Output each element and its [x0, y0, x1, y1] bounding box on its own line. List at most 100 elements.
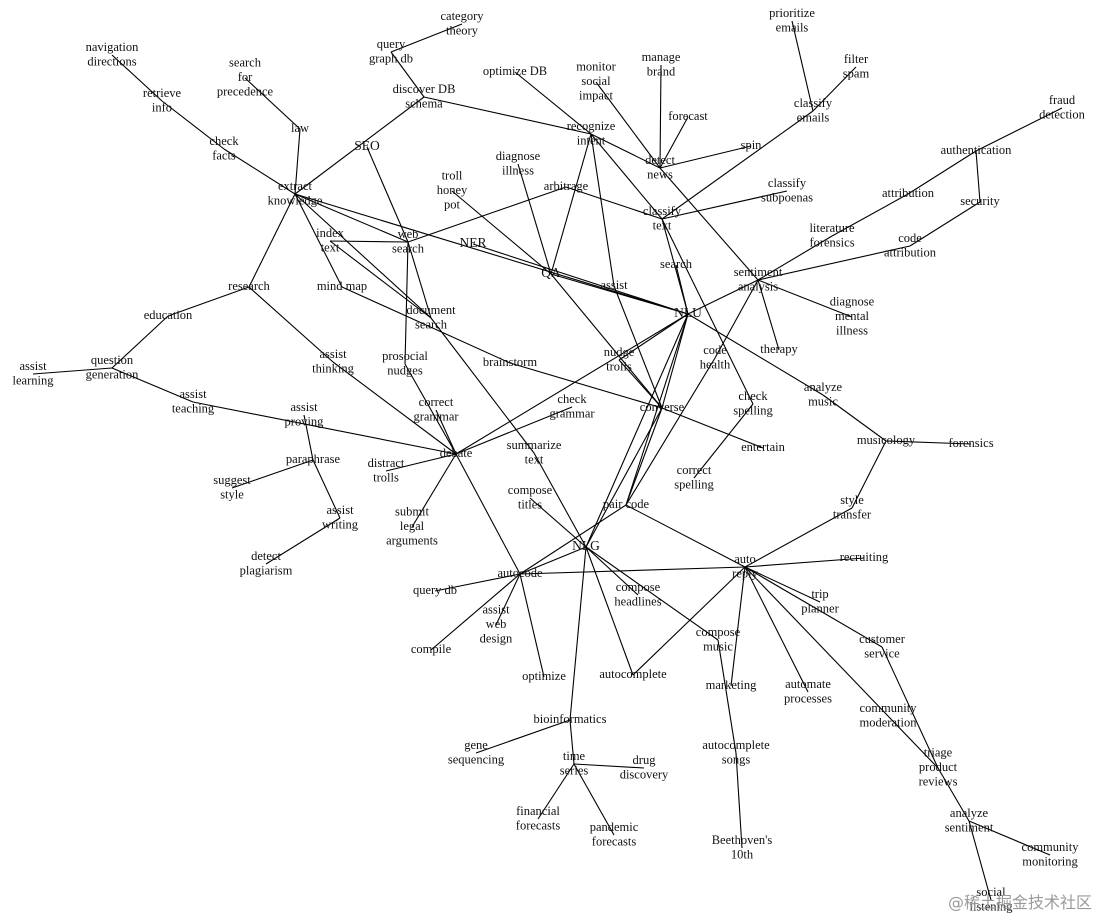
node-label-line: series — [560, 763, 589, 777]
node-label-line: social — [976, 885, 1006, 899]
edge-assist-thinking-to-debate — [332, 361, 457, 455]
node-label-line: web — [486, 617, 507, 631]
node-label-line: time — [563, 749, 586, 763]
node-label-line: autocode — [497, 566, 543, 580]
node-label-line: listening — [969, 899, 1013, 913]
edge-detect-news-to-sentiment-analysis — [659, 167, 759, 281]
edge-classify-text-to-check-spelling — [661, 218, 754, 405]
node-label-line: NLG — [572, 538, 600, 553]
node-label-line: processes — [784, 691, 832, 705]
node-label-line: assist — [319, 347, 347, 361]
edge-triage-product-reviews-to-analyze-sentiment — [937, 767, 970, 822]
edge-nlu-to-converse — [661, 313, 689, 409]
edge-analyze-sentiment-to-community-monitoring — [968, 820, 1051, 856]
node-label-line: search — [229, 55, 262, 69]
edge-nudge-trolls-to-converse — [618, 359, 663, 409]
node-label-line: troll — [442, 168, 463, 182]
edge-bioinformatics-to-gene-sequencing — [475, 719, 571, 754]
edge-autocode-to-assist-web-design — [495, 573, 521, 626]
edge-spin-to-detect-news — [659, 145, 752, 169]
node-label-line: facts — [212, 148, 236, 162]
node-forensics: forensics — [948, 436, 993, 450]
edge-converse-to-entertain — [661, 407, 764, 449]
node-authentication: authentication — [941, 143, 1013, 157]
edge-paraphrase-to-suggest-style — [231, 459, 314, 489]
node-pair-code: pair code — [603, 497, 650, 511]
node-label-line: theory — [446, 23, 479, 37]
node-label-line: songs — [722, 752, 751, 766]
edge-question-generation-to-assist-teaching — [111, 367, 194, 403]
node-label-line: code — [703, 343, 727, 357]
node-label-line: check — [738, 389, 768, 403]
edge-authentication-to-security — [975, 150, 981, 203]
node-label-line: emails — [797, 110, 830, 124]
node-label-line: text — [525, 452, 544, 466]
node-label-line: monitor — [576, 59, 616, 73]
node-label-line: analyze — [804, 380, 843, 394]
node-label-line: recruiting — [840, 550, 889, 564]
node-label-line: compose — [508, 483, 553, 497]
edge-time-series-to-drug-discovery — [573, 763, 645, 769]
node-label-line: music — [703, 639, 733, 653]
node-label-line: mind map — [317, 279, 367, 293]
node-musicology: musicology — [857, 433, 916, 447]
node-label-line: compile — [411, 642, 452, 656]
edge-debate-to-submit-legal-arguments — [411, 453, 457, 528]
node-autocomplete: autocomplete — [599, 667, 667, 681]
edge-nlu-to-pair-code — [625, 313, 689, 506]
node-marketing: marketing — [706, 678, 757, 692]
node-law: law — [291, 121, 309, 135]
edge-extract-knowledge-to-mind-map — [294, 193, 343, 288]
node-label-line: assist — [19, 359, 47, 373]
node-label-line: optimize DB — [483, 64, 547, 78]
node-assist: assist — [600, 278, 628, 292]
node-label-line: NLU — [674, 305, 702, 320]
node-label-line: forensics — [948, 436, 993, 450]
node-label-line: spelling — [733, 403, 773, 417]
node-label-line: assist — [290, 400, 318, 414]
edge-document-search-to-summarize-text — [430, 317, 535, 454]
edge-bioinformatics-to-time-series — [569, 719, 575, 765]
node-label-line: detect — [645, 153, 675, 167]
edge-auto-reply-to-recruiting — [744, 557, 865, 568]
node-mind-map: mind map — [317, 279, 367, 293]
edge-check-spelling-to-correct-spelling — [693, 403, 754, 479]
node-label-line: arbitrage — [544, 179, 589, 193]
node-optimize-db: optimize DB — [483, 64, 547, 78]
node-label-line: music — [808, 394, 838, 408]
edge-category-theory-to-query-graph-db — [390, 23, 463, 53]
node-label-line: thinking — [312, 361, 354, 375]
node-label-line: planner — [801, 601, 839, 615]
edge-authentication-to-attribution — [907, 150, 977, 195]
edge-compose-music-to-autocomplete-songs — [717, 639, 737, 754]
node-label-line: grammar — [413, 409, 459, 423]
edge-musicology-to-style-transfer — [851, 440, 887, 509]
edge-pair-code-to-autocode — [519, 504, 627, 575]
node-label-line: pair code — [603, 497, 650, 511]
edge-troll-honey-pot-to-qa — [451, 190, 552, 275]
node-label-line: generation — [86, 367, 140, 381]
node-label-line: community — [1022, 840, 1080, 854]
edge-search-for-precedence-to-law — [244, 77, 301, 130]
node-label-line: analyze — [950, 806, 989, 820]
node-label-line: classify — [794, 96, 833, 110]
node-label-line: honey — [437, 183, 468, 197]
node-query-db: query db — [413, 583, 457, 597]
